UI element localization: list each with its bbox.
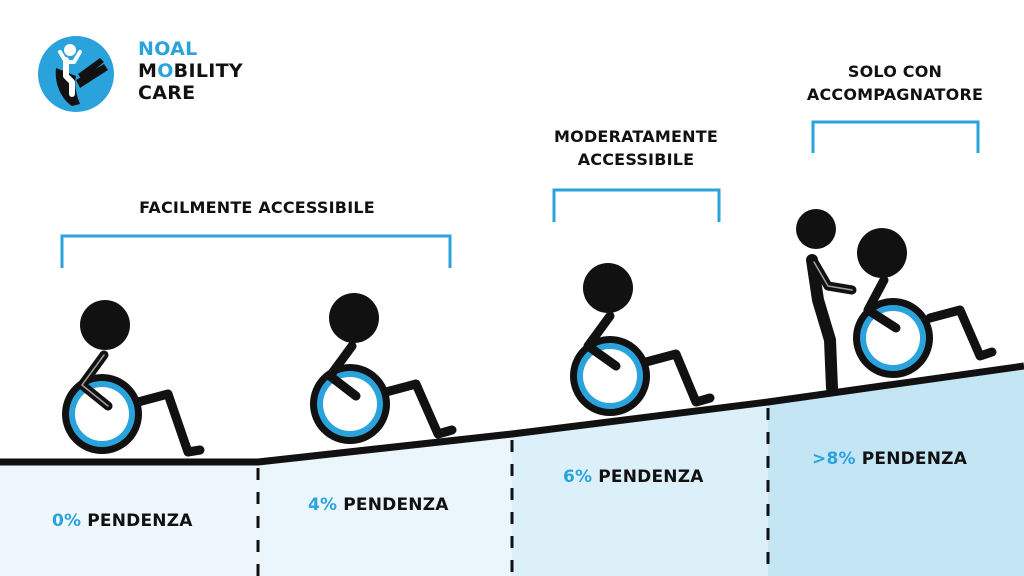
zone-1-fill [0, 462, 258, 576]
wheelchair-user-icon [570, 263, 715, 416]
brand-line-2: MOBILITY [138, 60, 243, 82]
zone-label-4: 4%PENDENZA [308, 495, 449, 515]
bracket-accompagnatore [811, 120, 980, 153]
zone-label-6: 6%PENDENZA [563, 467, 704, 487]
heading-solo-con-accompagnatore: SOLO CON ACCOMPAGNATORE [806, 62, 984, 104]
brand-line-3: CARE [138, 82, 196, 104]
zone-4-fill [768, 366, 1024, 576]
wheelchair-user-icon [62, 300, 205, 457]
brand-logo: NOAL MOBILITY CARE [36, 34, 256, 114]
wheelchair-user-icon [853, 228, 997, 378]
bracket-moderatamente [552, 188, 721, 222]
brand-line-1: NOAL [138, 38, 198, 60]
ground-line [0, 362, 1024, 466]
heading-facilmente-accessibile: FACILMENTE ACCESSIBILE [139, 198, 375, 217]
bracket-facilmente [60, 234, 452, 268]
companion-person-icon [796, 209, 857, 394]
hand-child-icon [38, 36, 114, 112]
wheelchair-user-icon [310, 293, 457, 444]
zone-label-0: 0%PENDENZA [52, 511, 193, 531]
zone-2-fill [258, 434, 512, 576]
brand-name: NOAL MOBILITY CARE [138, 38, 243, 104]
heading-moderatamente-accessibile: MODERATAMENTE ACCESSIBILE [554, 127, 718, 169]
zone-3-fill [512, 402, 768, 576]
zone-label-8-plus: >8%PENDENZA [812, 449, 968, 469]
